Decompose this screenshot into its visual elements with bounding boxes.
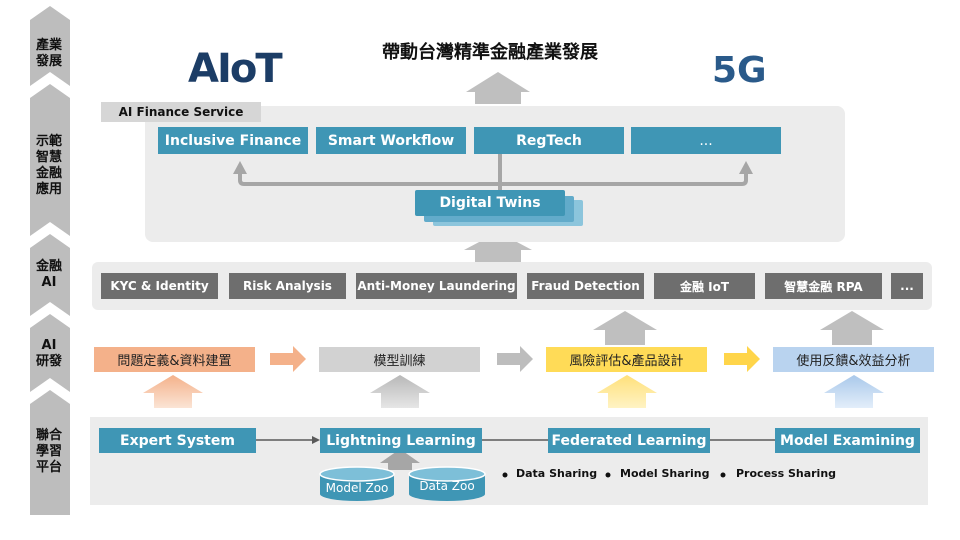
sidebar-label-demo: 示範智慧金融應用 bbox=[35, 134, 62, 197]
node-federated-learning: Federated Learning bbox=[548, 428, 710, 453]
node-model-examining: Model Examining bbox=[775, 428, 920, 453]
app-regtech: RegTech bbox=[474, 127, 624, 154]
fin-ai-rpa: 智慧金融 RPA bbox=[765, 273, 882, 299]
node-expert-system: Expert System bbox=[99, 428, 256, 453]
page-title: 帶動台灣精準金融產業發展 bbox=[382, 42, 598, 63]
arrow-up-rpa bbox=[820, 311, 884, 345]
arrow-up-grey bbox=[370, 375, 430, 408]
finance-service-tag: AI Finance Service bbox=[101, 102, 261, 122]
arrow-up-title bbox=[466, 72, 530, 104]
fin-ai-aml: Anti-Money Laundering bbox=[356, 273, 517, 299]
sharing-model: Model Sharing bbox=[620, 467, 710, 480]
app-more: ... bbox=[631, 127, 781, 154]
arrow-right-grey bbox=[497, 346, 533, 372]
app-inclusive-finance: Inclusive Finance bbox=[158, 127, 308, 154]
arrow-up-yellow bbox=[597, 375, 657, 408]
fin-ai-iot: 金融 IoT bbox=[654, 273, 755, 299]
sharing-process: Process Sharing bbox=[736, 467, 837, 480]
sidebar-label-platform: 聯合學習平台 bbox=[35, 428, 62, 475]
node-lightning-learning: Lightning Learning bbox=[320, 428, 482, 453]
digital-twins-box: Digital Twins bbox=[415, 190, 565, 216]
fin-ai-kyc: KYC & Identity bbox=[101, 273, 218, 299]
database-data-zoo bbox=[408, 466, 486, 501]
sidebar-label-industry: 產業發展 bbox=[35, 38, 62, 69]
sharing-data: Data Sharing bbox=[516, 467, 598, 480]
stage-model-training: 模型訓練 bbox=[319, 347, 480, 372]
aiot-logo: AIoT bbox=[188, 46, 283, 92]
model-zoo-label: Model Zoo bbox=[325, 481, 389, 495]
5g-logo: 5G bbox=[712, 50, 767, 91]
fin-ai-more: ... bbox=[891, 273, 923, 299]
data-zoo-label: Data Zoo bbox=[419, 479, 475, 493]
app-smart-workflow: Smart Workflow bbox=[316, 127, 466, 154]
database-model-zoo bbox=[319, 466, 395, 501]
arrow-up-orange bbox=[143, 375, 203, 408]
arrow-up-blue bbox=[824, 375, 884, 408]
arrow-up-fraud bbox=[593, 311, 657, 345]
stage-risk-assessment: 風險評估&產品設計 bbox=[546, 347, 707, 372]
arrow-up-from-zoo bbox=[380, 449, 420, 470]
fin-ai-fraud: Fraud Detection bbox=[527, 273, 644, 299]
stage-feedback-analysis: 使用反饋&效益分析 bbox=[773, 347, 934, 372]
stage-problem-definition: 問題定義&資料建置 bbox=[94, 347, 255, 372]
arrow-right-yellow bbox=[724, 346, 760, 372]
arrow-up-twins bbox=[464, 232, 532, 262]
sidebar-chevrons bbox=[30, 6, 70, 515]
fin-ai-risk: Risk Analysis bbox=[229, 273, 346, 299]
arrow-right-orange bbox=[270, 346, 306, 372]
